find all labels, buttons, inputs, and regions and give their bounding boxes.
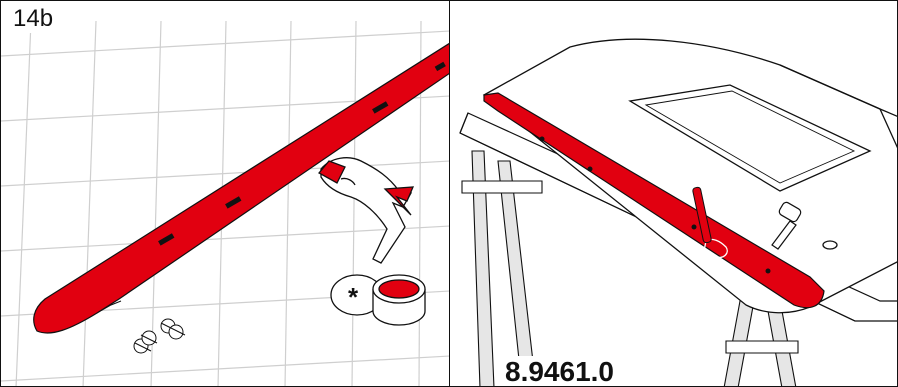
asterisk-symbol: *: [348, 282, 359, 312]
screw-fixings-icon: [134, 319, 185, 353]
wall-sealing-illustration: *: [1, 1, 449, 387]
cloth-hand-icon: [319, 158, 413, 263]
part-number: 8.9461.0: [501, 356, 618, 387]
step-label: 14b: [11, 5, 55, 33]
right-illustration-panel: 8.9461.0: [449, 0, 898, 387]
bathtub-icon: [484, 39, 898, 313]
sealant-tin-icon: [331, 275, 425, 325]
tub-sealing-illustration: [450, 1, 898, 387]
left-illustration-panel: 14b: [0, 0, 449, 387]
